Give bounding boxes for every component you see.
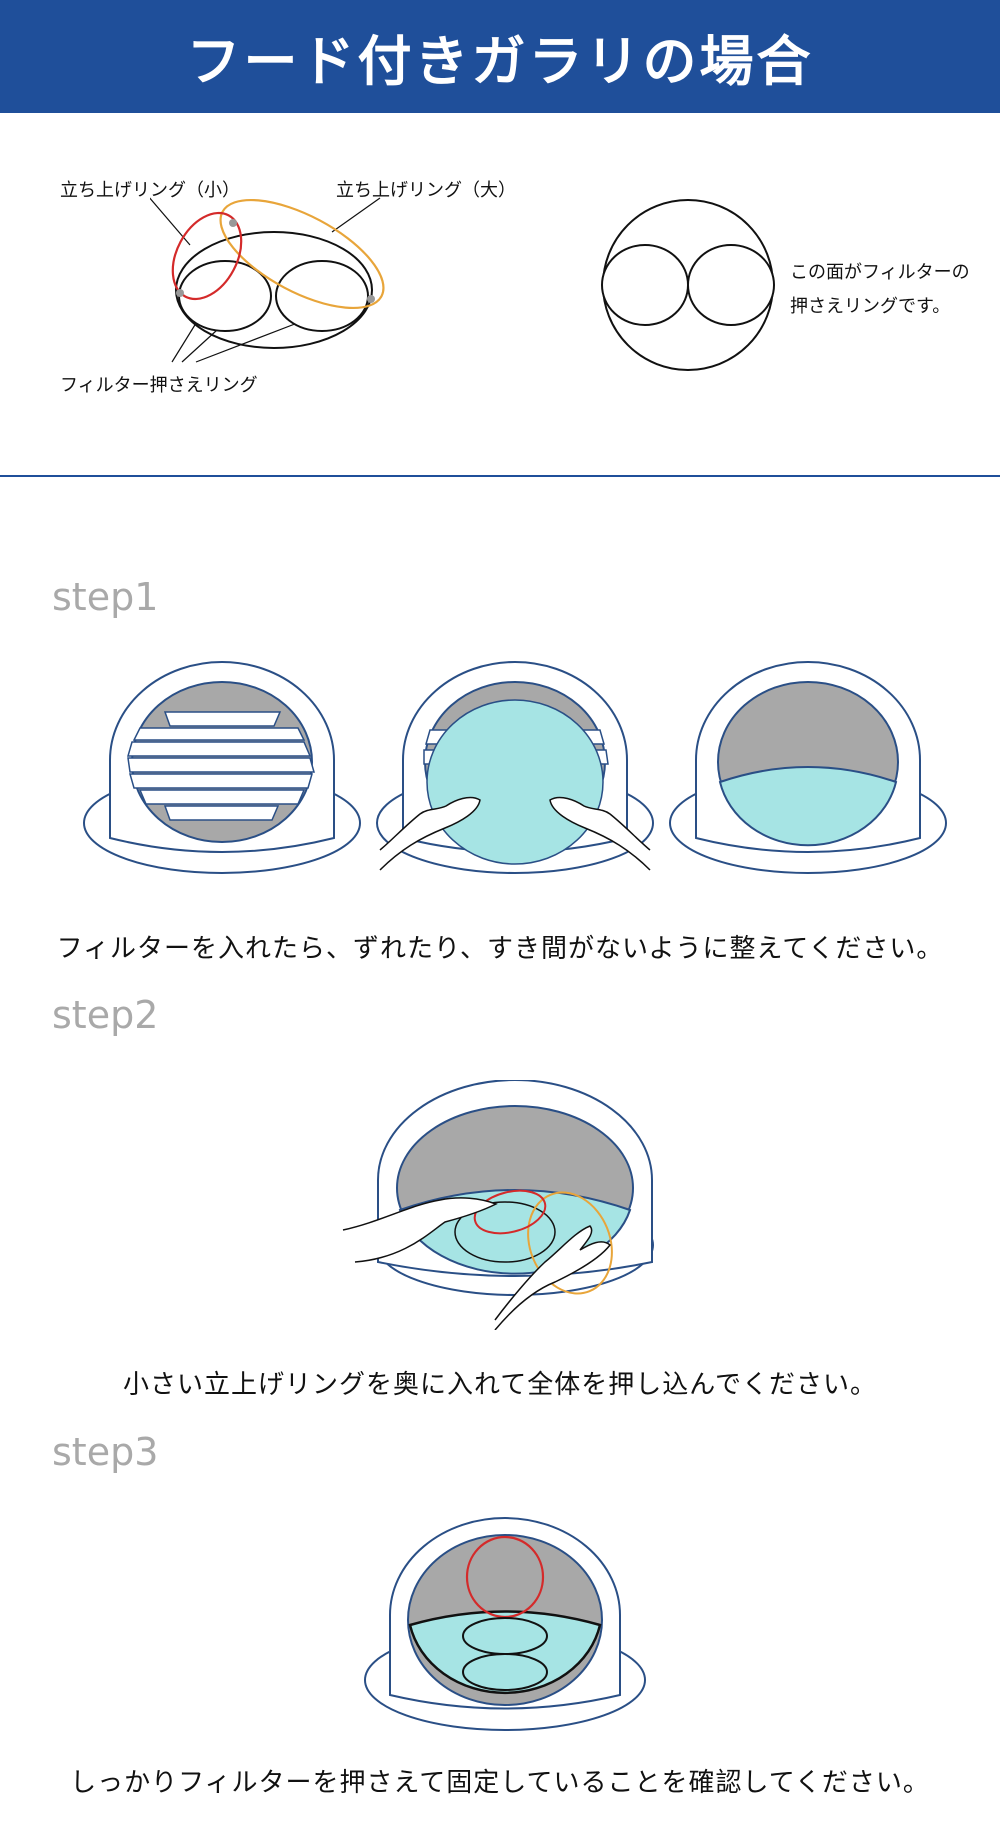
small-ring-label: 立ち上げリング（小） bbox=[60, 180, 240, 201]
filter-ring-right bbox=[275, 260, 369, 332]
step1-illustration bbox=[83, 661, 947, 874]
step1-label: step1 bbox=[52, 575, 159, 619]
small-ring-step2 bbox=[473, 1189, 547, 1235]
ring-assembly-diagram bbox=[150, 197, 385, 363]
step2-caption: 小さい立上げリングを奥に入れて全体を押し込んでください。 bbox=[123, 1370, 877, 1400]
step3-illustration bbox=[364, 1517, 646, 1731]
hood-with-louvers bbox=[83, 661, 361, 874]
hood-inserting-filter bbox=[376, 661, 654, 874]
outer-ring bbox=[175, 231, 373, 349]
large-ring-step2 bbox=[527, 1191, 613, 1295]
note-line-2: 押さえリングです。 bbox=[790, 296, 951, 317]
step2-illustration bbox=[342, 1080, 654, 1330]
step3-caption: しっかりフィルターを押さえて固定していることを確認してください。 bbox=[70, 1768, 930, 1798]
note-line-1: この面がフィルターの bbox=[790, 262, 970, 283]
step2-label: step2 bbox=[52, 993, 159, 1037]
small-ring-shape bbox=[171, 211, 243, 301]
hood-filter-installed bbox=[669, 661, 947, 874]
section-divider bbox=[0, 475, 1000, 477]
large-ring-label: 立ち上げリング（大） bbox=[336, 180, 516, 201]
page-title: フード付きガラリの場合 bbox=[186, 30, 814, 93]
page-header: フード付きガラリの場合 bbox=[0, 0, 1000, 113]
filter-ring-front-view bbox=[601, 199, 775, 371]
step1-caption: フィルターを入れたら、ずれたり、すき間がないように整えてください。 bbox=[56, 934, 944, 964]
filter-disc bbox=[426, 699, 604, 865]
filter-ring-label: フィルター押さえリング bbox=[60, 375, 258, 396]
large-ring-shape bbox=[219, 198, 385, 310]
step3-label: step3 bbox=[52, 1430, 159, 1474]
